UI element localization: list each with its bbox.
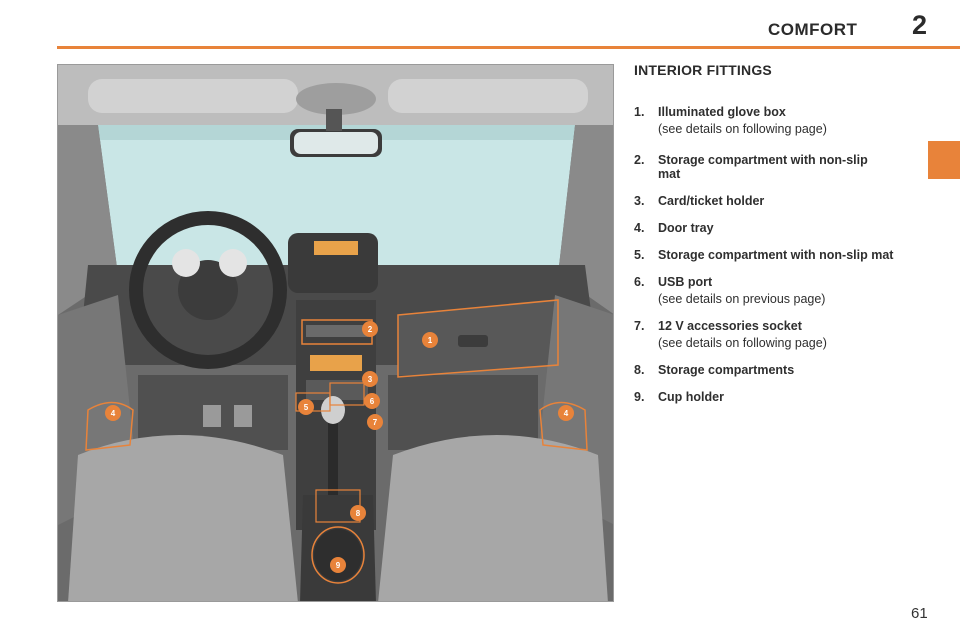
fitting-item: 4. Door tray <box>634 221 904 235</box>
fitting-item: 7. 12 V accessories socket (see details … <box>634 319 904 350</box>
svg-text:4: 4 <box>564 409 569 418</box>
fitting-item: 6. USB port (see details on previous pag… <box>634 275 904 306</box>
callout-1: 1 <box>422 332 438 348</box>
page-number: 61 <box>911 605 928 622</box>
fitting-label: Door tray <box>658 221 714 235</box>
fitting-note: (see details on following page) <box>658 122 827 136</box>
fitting-label: Cup holder <box>658 390 724 404</box>
callout-4-left: 4 <box>105 405 121 421</box>
svg-text:8: 8 <box>356 509 361 518</box>
interior-illustration: 1 2 3 4 4 5 6 7 <box>57 64 614 602</box>
svg-text:2: 2 <box>368 325 373 334</box>
section-title: INTERIOR FITTINGS <box>634 62 772 78</box>
fitting-label: Card/ticket holder <box>658 194 765 208</box>
fitting-label: Storage compartments <box>658 363 795 377</box>
fitting-label: Storage compartment with non-slip mat <box>658 248 894 262</box>
callout-3: 3 <box>362 371 378 387</box>
chapter-number: 2 <box>912 10 928 40</box>
fitting-item: 2. Storage compartment with non-slip mat <box>634 153 904 181</box>
fitting-label: USB port <box>658 275 713 289</box>
callout-2: 2 <box>362 321 378 337</box>
callout-5: 5 <box>298 399 314 415</box>
svg-text:3: 3 <box>368 375 373 384</box>
fitting-item: 9. Cup holder <box>634 390 904 404</box>
fitting-item: 5. Storage compartment with non-slip mat <box>634 248 904 262</box>
callout-4-right: 4 <box>558 405 574 421</box>
header-rule <box>57 46 960 49</box>
car-interior-drawing: 1 2 3 4 4 5 6 7 <box>58 65 613 601</box>
chapter-title: COMFORT <box>768 20 858 39</box>
fitting-label: Storage compartment with non-slip mat <box>658 153 868 181</box>
fitting-label: Illuminated glove box <box>658 105 786 119</box>
svg-text:5: 5 <box>304 403 309 412</box>
callout-6: 6 <box>364 393 380 409</box>
svg-text:6: 6 <box>370 397 375 406</box>
fitting-item: 3. Card/ticket holder <box>634 194 904 208</box>
svg-text:7: 7 <box>373 418 378 427</box>
fitting-item: 8. Storage compartments <box>634 363 904 377</box>
callout-9: 9 <box>330 557 346 573</box>
fitting-note: (see details on following page) <box>658 336 827 350</box>
fittings-list: 1. Illuminated glove box (see details on… <box>634 105 904 404</box>
svg-text:9: 9 <box>336 561 341 570</box>
fitting-label: 12 V accessories socket <box>658 319 802 333</box>
callout-7: 7 <box>367 414 383 430</box>
svg-text:1: 1 <box>428 336 433 345</box>
callout-8: 8 <box>350 505 366 521</box>
chapter-side-tab <box>928 141 960 179</box>
fitting-item: 1. Illuminated glove box (see details on… <box>634 105 904 136</box>
fitting-note: (see details on previous page) <box>658 292 826 306</box>
svg-text:4: 4 <box>111 409 116 418</box>
